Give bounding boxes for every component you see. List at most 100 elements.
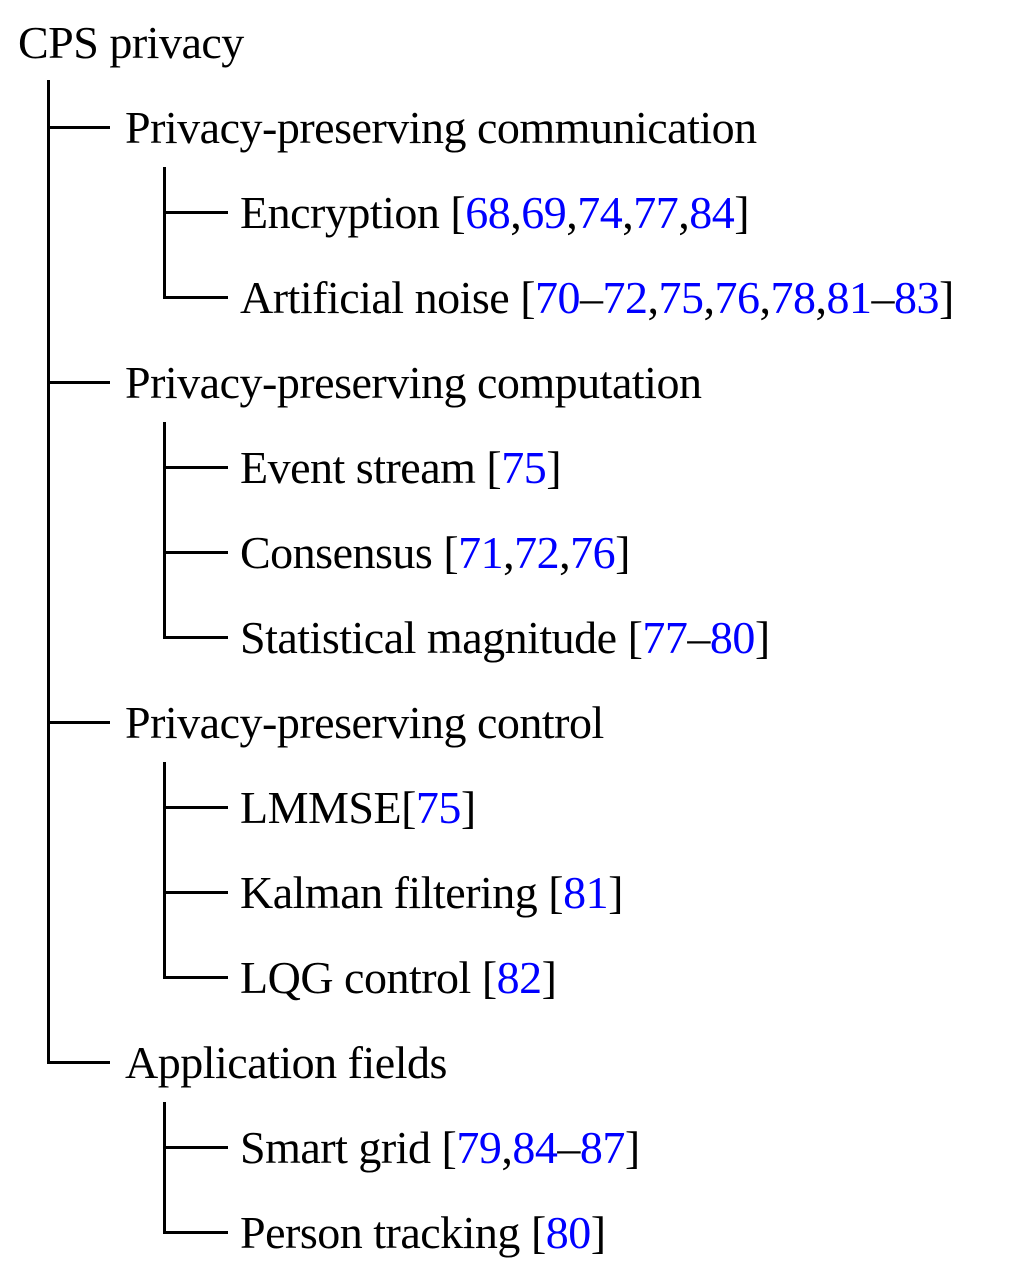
citation-link[interactable]: 77 [633, 187, 679, 238]
citation-punctuation: ] [754, 612, 770, 663]
citation-link[interactable]: 80 [709, 612, 756, 663]
tree-line [163, 167, 166, 299]
citation-punctuation: ] [615, 527, 630, 578]
tree-row: Smart grid [79,84–87] [240, 1105, 640, 1190]
tree-line [163, 891, 228, 894]
tree-root-label: CPS privacy [18, 17, 244, 68]
citation: [70–72,75,76,78,81–83] [520, 271, 954, 324]
citation-link[interactable]: 72 [514, 527, 560, 578]
tree-leaf-label: Person tracking [240, 1207, 531, 1258]
citation-link[interactable]: 78 [770, 272, 817, 323]
citation-link[interactable]: 82 [496, 952, 543, 1003]
citation-link[interactable]: 69 [521, 187, 567, 238]
tree-leaf-label: Smart grid [240, 1122, 442, 1173]
citation-punctuation: , [501, 1122, 513, 1173]
citation-punctuation: [ [627, 612, 643, 663]
citation-punctuation: , [622, 187, 634, 238]
citation-punctuation: , [503, 527, 515, 578]
tree-row: Privacy-preserving communication [125, 85, 757, 170]
tree-row: Privacy-preserving control [125, 680, 604, 765]
citation-punctuation: ] [541, 952, 557, 1003]
citation-punctuation: ] [546, 442, 562, 493]
tree-line [163, 762, 166, 979]
citation-link[interactable]: 70 [535, 272, 581, 323]
tree-leaf-label: Kalman filtering [240, 867, 549, 918]
tree-row: Person tracking [80] [240, 1190, 606, 1275]
citation-punctuation: – [580, 272, 603, 323]
tree-leaf-label: Consensus [240, 527, 444, 578]
citation: [80] [531, 1206, 606, 1259]
tree-row: Kalman filtering [81] [240, 850, 623, 935]
tree-line [163, 466, 228, 469]
tree-row: Consensus [71,72,76] [240, 510, 630, 595]
tree-line [163, 211, 228, 214]
citation-link[interactable]: 75 [415, 782, 462, 833]
tree-branch-label: Privacy-preserving computation [125, 357, 702, 408]
citation-link[interactable]: 75 [658, 272, 705, 323]
citation-punctuation: , [566, 187, 578, 238]
tree-leaf-label: Event stream [240, 442, 487, 493]
tree-line [47, 381, 110, 384]
citation-link[interactable]: 81 [563, 867, 609, 918]
citation-punctuation: ] [734, 187, 750, 238]
tree-row: Privacy-preserving computation [125, 340, 702, 425]
citation-link[interactable]: 74 [577, 187, 623, 238]
citation-punctuation: [ [530, 1207, 546, 1258]
citation-link[interactable]: 75 [501, 442, 547, 493]
citation: [79,84–87] [441, 1121, 640, 1174]
tree-row: CPS privacy [18, 0, 244, 85]
citation-punctuation: , [703, 272, 716, 323]
citation-punctuation: ] [460, 782, 476, 833]
tree-line [163, 636, 228, 639]
citation-link[interactable]: 83 [894, 272, 940, 323]
citation-link[interactable]: 76 [714, 272, 761, 323]
tree-row: LMMSE[75] [240, 765, 476, 850]
tree-leaf-label: Statistical magnitude [240, 612, 628, 663]
citation: [68,69,74,77,84] [450, 186, 749, 239]
tree-line [163, 806, 228, 809]
citation-punctuation: , [678, 187, 690, 238]
tree-row: Encryption [68,69,74,77,84] [240, 170, 750, 255]
tree-line [163, 422, 166, 639]
citation-link[interactable]: 79 [456, 1122, 502, 1173]
citation-punctuation: , [510, 187, 522, 238]
citation-punctuation: [ [520, 272, 536, 323]
tree-branch-label: Privacy-preserving control [125, 697, 604, 748]
citation-punctuation: [ [548, 867, 564, 918]
tree-line [47, 80, 50, 1064]
tree-leaf-label: Encryption [240, 187, 451, 238]
tree-line [163, 1102, 166, 1234]
citation-punctuation: ] [590, 1207, 606, 1258]
citation-link[interactable]: 84 [512, 1122, 558, 1173]
citation-link[interactable]: 71 [458, 527, 504, 578]
citation-punctuation: ] [939, 272, 954, 323]
tree-row: Event stream [75] [240, 425, 562, 510]
citation-punctuation: – [871, 272, 895, 323]
citation: [81] [548, 866, 623, 919]
tree-row: Artificial noise [70–72,75,76,78,81–83] [240, 255, 954, 340]
citation-punctuation: , [815, 272, 828, 323]
citation-punctuation: [ [443, 527, 459, 578]
citation-punctuation: [ [401, 782, 416, 833]
citation-link[interactable]: 80 [545, 1207, 592, 1258]
tree-row: Application fields [125, 1020, 447, 1105]
citation-link[interactable]: 76 [570, 527, 616, 578]
citation-link[interactable]: 81 [826, 272, 873, 323]
citation-punctuation: – [687, 612, 710, 663]
citation-punctuation: [ [486, 442, 502, 493]
citation-punctuation: , [559, 527, 571, 578]
tree-branch-label: Privacy-preserving communication [125, 102, 757, 153]
tree-line [163, 296, 228, 299]
citation-punctuation: [ [441, 1122, 457, 1173]
citation: [77–80] [627, 611, 771, 664]
citation-link[interactable]: 72 [602, 272, 649, 323]
citation-link[interactable]: 77 [642, 612, 688, 663]
tree-line [163, 1146, 228, 1149]
tree-branch-label: Application fields [125, 1037, 447, 1088]
citation-link[interactable]: 68 [465, 187, 511, 238]
citation: [71,72,76] [443, 526, 630, 579]
tree-leaf-label: LMMSE [240, 782, 402, 833]
citation-link[interactable]: 84 [689, 187, 735, 238]
citation-link[interactable]: 87 [579, 1122, 626, 1173]
